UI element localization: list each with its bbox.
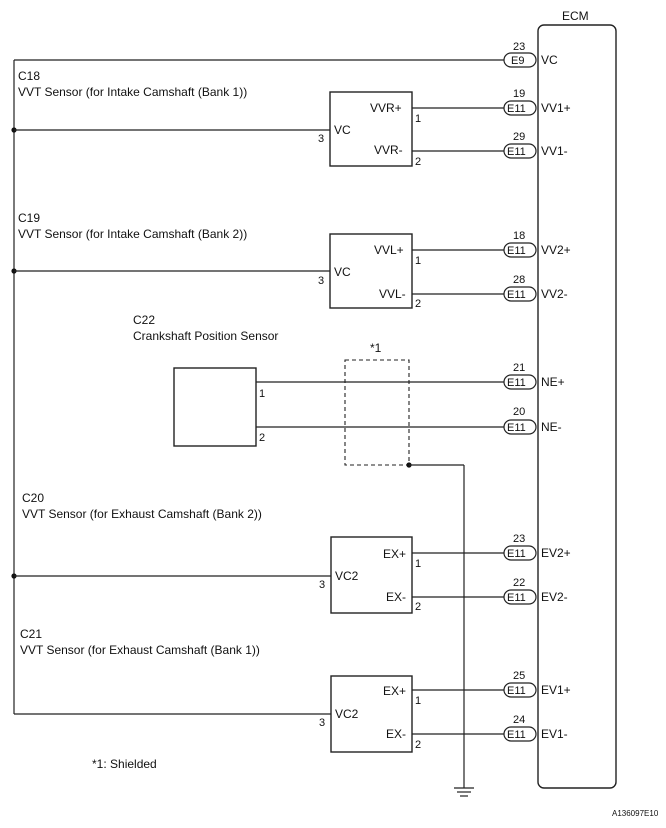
- ecm-connector-label: E11: [507, 685, 526, 697]
- ecm-connector-e11: [503, 242, 537, 258]
- ecm-pin-number: 19: [513, 88, 525, 100]
- sensor-vc-label: VC2: [335, 707, 359, 721]
- sensor-title: VVT Sensor (for Exhaust Camshaft (Bank 2…: [22, 507, 262, 521]
- sensor-neg-label: EX-: [386, 590, 406, 604]
- ecm-connector-label: E11: [507, 146, 526, 158]
- sensor-pos-label: VVL+: [374, 243, 404, 257]
- ecm-connector-e11: [503, 374, 537, 390]
- junction-dot: [11, 127, 17, 133]
- ecm-connector-label: E11: [507, 422, 526, 434]
- ecm-pin-number: 22: [513, 577, 525, 589]
- ecm-connector-label: E11: [507, 592, 526, 604]
- ecm-pin-number: 29: [513, 131, 525, 143]
- sensor-pin-number: 2: [259, 432, 265, 444]
- ecm-signal-label: VV2-: [541, 287, 568, 301]
- junction-dot: [11, 573, 17, 579]
- sensor-pin-number: 2: [415, 739, 421, 751]
- sensor-pin-number: 1: [415, 255, 421, 267]
- sensor-pin-number: 2: [415, 298, 421, 310]
- ecm-connector-e11: [503, 589, 537, 605]
- vvt-sensor-c19-box: [329, 233, 413, 309]
- ecm-pin-number: 21: [513, 362, 525, 374]
- sensor-code: C22: [133, 313, 155, 327]
- ecm-signal-label: VV1+: [541, 101, 571, 115]
- sensor-pin-number: 3: [318, 275, 324, 287]
- sensor-pin-number: 1: [415, 695, 421, 707]
- ecm-label: ECM: [562, 9, 589, 23]
- sensor-code: C20: [22, 491, 44, 505]
- sensor-vc-label: VC: [334, 265, 351, 279]
- sensor-pos-label: EX+: [383, 547, 406, 561]
- crankshaft-sensor-c22-box: [173, 367, 257, 447]
- ecm-connector-e11: [503, 726, 537, 742]
- sensor-pin-number: 1: [259, 388, 265, 400]
- sensor-pin-number: 2: [415, 156, 421, 168]
- ecm-signal-label: NE-: [541, 420, 562, 434]
- figure-reference: A136097E10: [612, 809, 659, 818]
- ecm-pin-number: 23: [513, 41, 525, 53]
- ecm-signal-label: VC: [541, 53, 558, 67]
- ecm-connector-e11: [503, 682, 537, 698]
- ecm-signal-label: EV1-: [541, 727, 568, 741]
- vvt-sensor-c20-box: [330, 536, 413, 614]
- sensor-pin-number: 3: [319, 579, 325, 591]
- sensor-pin-number: 3: [319, 717, 325, 729]
- sensor-pos-label: EX+: [383, 684, 406, 698]
- ecm-signal-label: EV2-: [541, 590, 568, 604]
- ecm-pin-number: 18: [513, 230, 525, 242]
- sensor-vc-label: VC2: [335, 569, 359, 583]
- ecm-connector-e11: [503, 286, 537, 302]
- ecm-pin-number: 20: [513, 406, 525, 418]
- shield-marker: *1: [370, 341, 382, 355]
- ecm-connector-label: E11: [507, 729, 526, 741]
- sensor-code: C18: [18, 69, 40, 83]
- sensor-title: Crankshaft Position Sensor: [133, 329, 278, 343]
- ecm-signal-label: VV1-: [541, 144, 568, 158]
- ecm-connector-e11: [503, 143, 537, 159]
- sensor-code: C19: [18, 211, 40, 225]
- ecm-signal-label: NE+: [541, 375, 565, 389]
- ecm-pin-number: 28: [513, 274, 525, 286]
- junction-dot: [11, 268, 17, 274]
- vvt-sensor-c18-box: [329, 91, 413, 167]
- ecm-connector-e11: [503, 545, 537, 561]
- ecm-connector-label: E11: [507, 548, 526, 560]
- ecm-connector-label: E11: [507, 377, 526, 389]
- sensor-title: VVT Sensor (for Intake Camshaft (Bank 2)…: [18, 227, 247, 241]
- ecm-connector-label: E11: [507, 289, 526, 301]
- shield-footnote: *1: Shielded: [92, 757, 157, 771]
- ecm-signal-label: EV1+: [541, 683, 571, 697]
- ecm-pin-number: 23: [513, 533, 525, 545]
- vvt-sensor-c21-box: [330, 675, 413, 753]
- sensor-neg-label: VVL-: [379, 287, 406, 301]
- ecm-signal-label: VV2+: [541, 243, 571, 257]
- ecm-connector-e9: [503, 52, 537, 68]
- ecm-connector-label: E11: [507, 245, 526, 257]
- sensor-vc-label: VC: [334, 123, 351, 137]
- ecm-connector-label: E11: [507, 103, 526, 115]
- ecm-pin-number: 24: [513, 714, 525, 726]
- sensor-pin-number: 1: [415, 113, 421, 125]
- sensor-title: VVT Sensor (for Intake Camshaft (Bank 1)…: [18, 85, 247, 99]
- sensor-pin-number: 3: [318, 133, 324, 145]
- sensor-pos-label: VVR+: [370, 101, 402, 115]
- ground-icon: [454, 787, 474, 797]
- sensor-pin-number: 1: [415, 558, 421, 570]
- ecm-connector-e11: [503, 100, 537, 116]
- shield-outline: [344, 359, 410, 466]
- ecm-connector-e11: [503, 419, 537, 435]
- sensor-pin-number: 2: [415, 601, 421, 613]
- ecm-connector-label: E9: [511, 55, 524, 67]
- sensor-neg-label: VVR-: [374, 143, 403, 157]
- sensor-title: VVT Sensor (for Exhaust Camshaft (Bank 1…: [20, 643, 260, 657]
- sensor-code: C21: [20, 627, 42, 641]
- ecm-pin-number: 25: [513, 670, 525, 682]
- ecm-signal-label: EV2+: [541, 546, 571, 560]
- sensor-neg-label: EX-: [386, 727, 406, 741]
- ecm-box: [537, 24, 617, 789]
